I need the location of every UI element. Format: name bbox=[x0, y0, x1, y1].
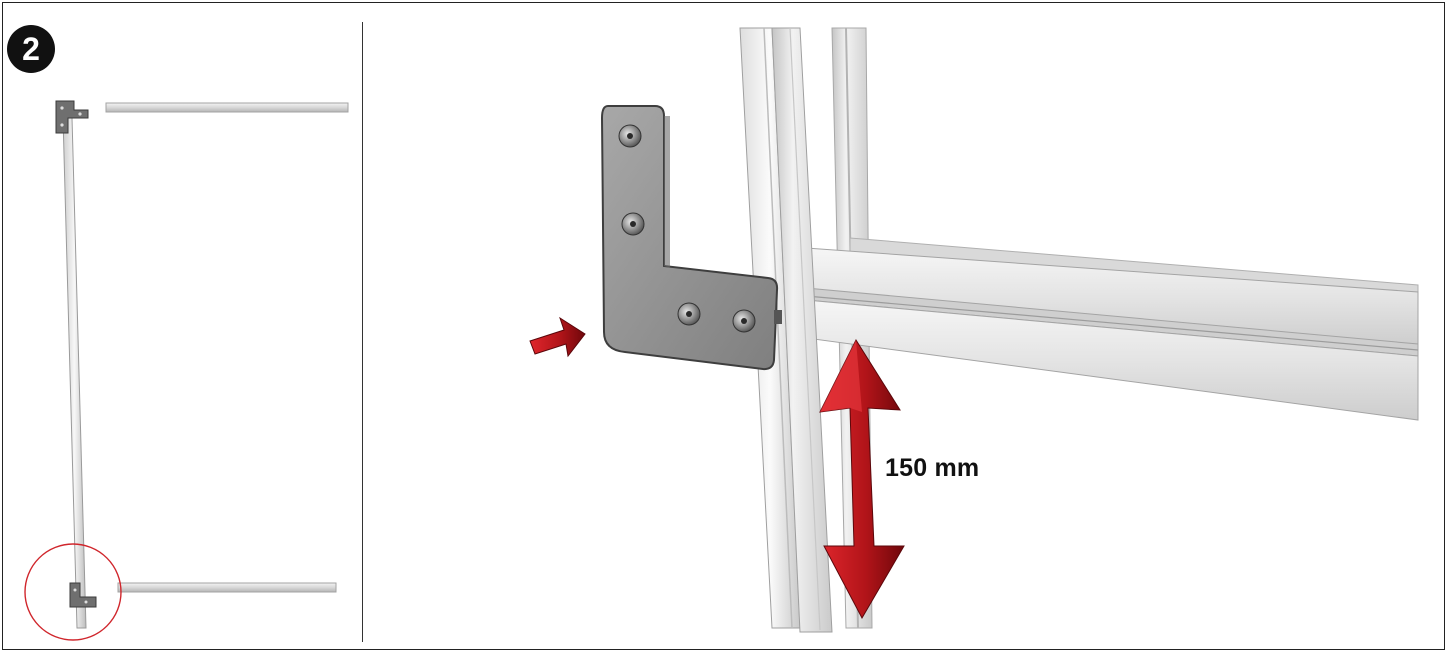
corner-bracket-icon bbox=[600, 105, 782, 371]
detail-callout-circle-icon bbox=[24, 543, 122, 641]
bottom-corner-bracket-icon bbox=[69, 582, 97, 608]
step-badge: 2 bbox=[7, 25, 55, 73]
overview-illustration bbox=[24, 100, 349, 641]
top-horizontal-profile bbox=[105, 102, 349, 113]
bottom-horizontal-profile bbox=[117, 582, 337, 593]
panel-divider bbox=[362, 22, 363, 642]
measurement-arrow-icon bbox=[819, 338, 905, 620]
top-corner-bracket-icon bbox=[55, 100, 89, 134]
bracket-screw-icon bbox=[618, 124, 756, 333]
measurement-label: 150 mm bbox=[885, 454, 980, 482]
front-horizontal-profile bbox=[805, 247, 1419, 421]
insert-direction-arrow-icon bbox=[529, 316, 586, 358]
